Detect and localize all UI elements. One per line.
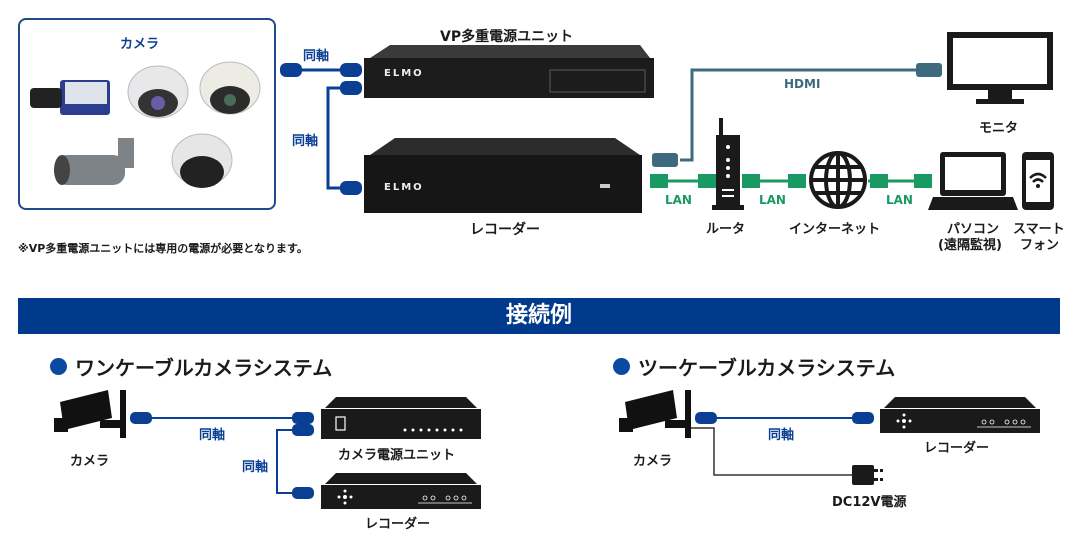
- one-cable-section-title: ワンケーブルカメラシステム: [50, 352, 332, 381]
- two-cable-camera-icon: [619, 390, 691, 438]
- power-note: ※VP多重電源ユニットには専用の電源が必要となります。: [18, 242, 308, 255]
- two-cable-coax-label: 同軸: [768, 428, 795, 443]
- laptop-icon: [928, 152, 1018, 210]
- phone-label-line2: フォン: [1020, 238, 1060, 253]
- dome-camera-image-3: [171, 133, 233, 188]
- one-cable-recorder-label: レコーダー: [365, 517, 431, 532]
- two-cable-section-title: ツーケーブルカメラシステム: [613, 352, 895, 381]
- one-cable-coax: [150, 417, 295, 494]
- coax-label-1: 同軸: [303, 49, 330, 64]
- one-cable-recorder-icon: [321, 473, 481, 509]
- monitor-label: モニタ: [979, 121, 1019, 136]
- recorder-label: レコーダー: [470, 222, 540, 238]
- coax-label-2: 同軸: [292, 134, 319, 149]
- internet-globe-icon: [809, 151, 867, 209]
- recorder-brand: ELMO: [384, 182, 424, 193]
- vp-unit-brand: ELMO: [384, 68, 424, 79]
- camera-power-unit-icon: [321, 397, 481, 439]
- coax-connectors: [280, 63, 362, 195]
- vp-power-unit-image: [364, 45, 654, 98]
- bullet-camera-image: [54, 138, 134, 185]
- lan-label-3: LAN: [886, 193, 913, 207]
- dc-power-cable: [691, 427, 856, 476]
- bullet-dot-icon: [613, 358, 630, 375]
- phone-label-line1: スマート: [1013, 222, 1065, 237]
- camera-group-title: カメラ: [120, 37, 160, 52]
- one-cable-title-text: ワンケーブルカメラシステム: [75, 356, 333, 380]
- pc-label-line2: (遠隔監視): [938, 238, 1002, 253]
- recorder-image: [364, 138, 642, 213]
- vp-unit-title: VP多重電源ユニット: [440, 29, 574, 45]
- one-cable-camera-label: カメラ: [70, 454, 110, 469]
- two-cable-recorder-label: レコーダー: [924, 441, 990, 456]
- pc-label-line1: パソコン: [947, 222, 1000, 237]
- lan-label-2: LAN: [759, 193, 786, 207]
- router-icon: [712, 118, 744, 210]
- box-camera-image: [30, 80, 110, 115]
- camera-power-unit-label: カメラ電源ユニット: [338, 448, 456, 463]
- dome-camera-image-1: [127, 65, 189, 119]
- two-cable-title-text: ツーケーブルカメラシステム: [638, 356, 896, 380]
- hdmi-cable: [652, 63, 942, 167]
- hdmi-label: HDMI: [784, 77, 821, 91]
- one-cable-coax-label-2: 同軸: [242, 460, 269, 475]
- one-cable-coax-label-1: 同軸: [199, 428, 226, 443]
- monitor-icon: [947, 32, 1053, 104]
- router-label: ルータ: [706, 222, 746, 237]
- lan-connectors: [650, 174, 932, 188]
- dc-power-label: DC12V電源: [832, 495, 907, 510]
- dc-power-plug-icon: [852, 465, 883, 485]
- two-cable-camera-label: カメラ: [633, 454, 673, 469]
- dome-camera-image-2: [199, 61, 261, 115]
- one-cable-camera-icon: [54, 390, 126, 438]
- lan-label-1: LAN: [665, 193, 692, 207]
- coax-cable-top: [300, 68, 350, 190]
- smartphone-icon: [1022, 152, 1054, 210]
- two-cable-recorder-icon: [880, 397, 1040, 433]
- bullet-dot-icon: [50, 358, 67, 375]
- internet-label: インターネット: [789, 222, 881, 237]
- connection-example-banner: 接続例: [18, 298, 1060, 334]
